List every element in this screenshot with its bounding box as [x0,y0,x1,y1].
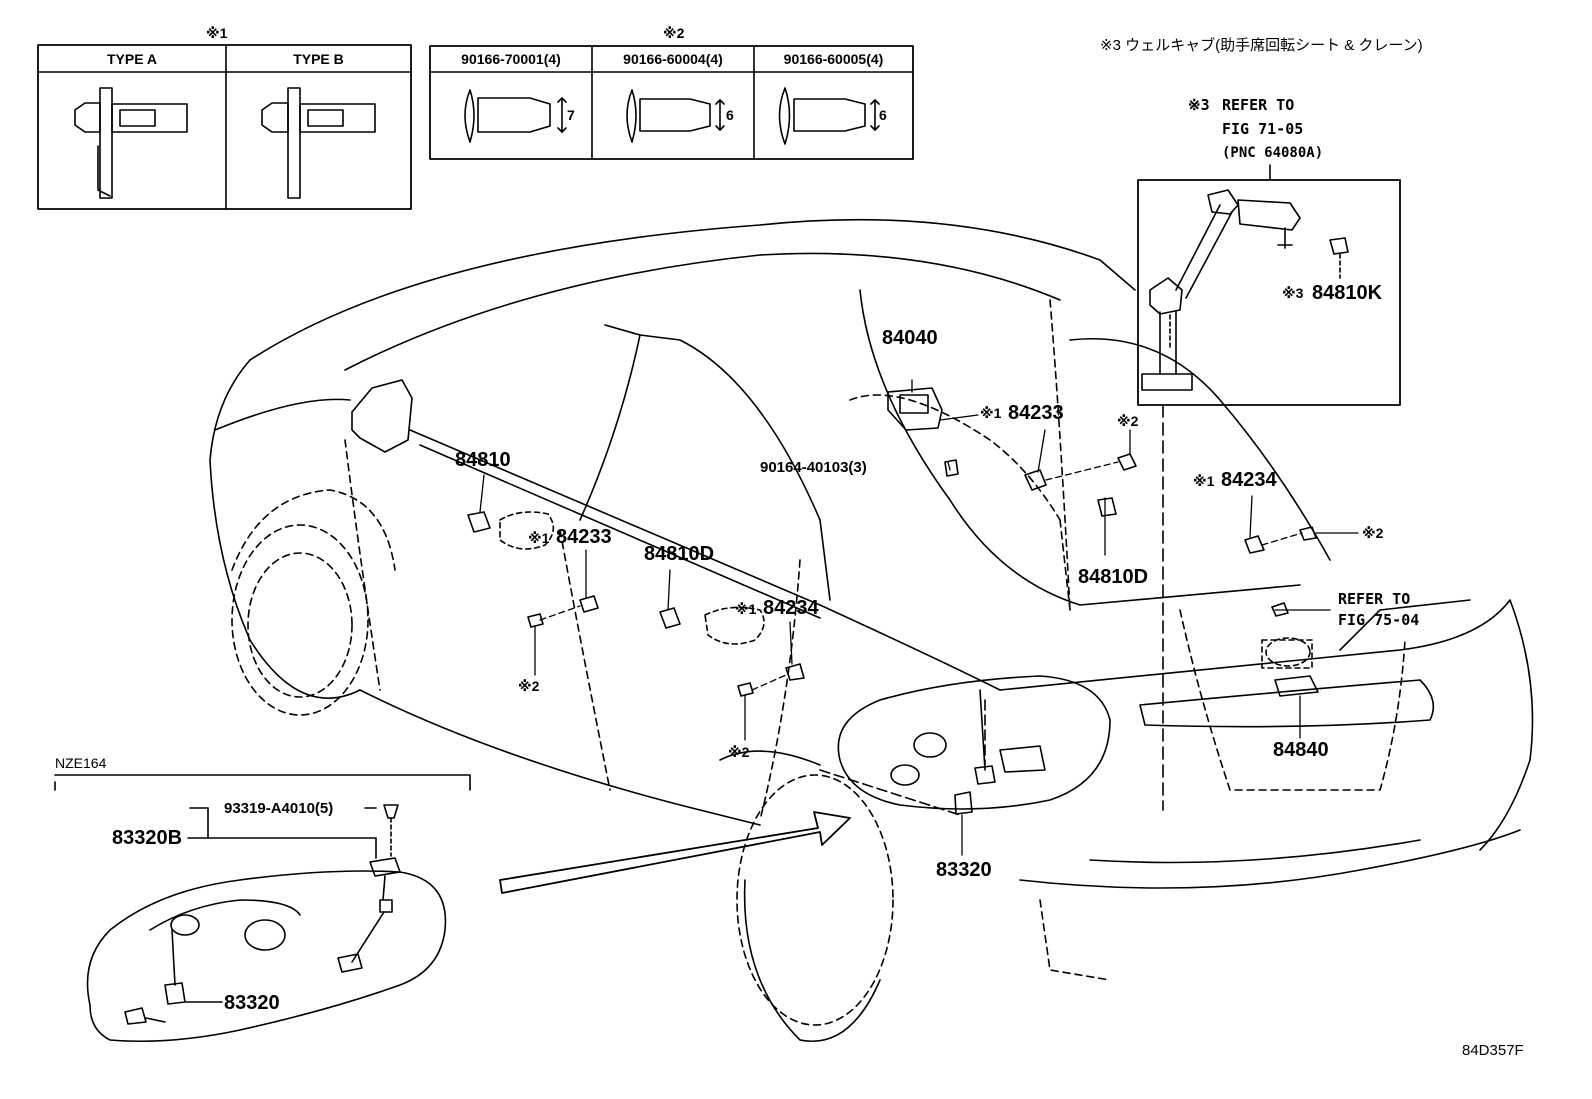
grommet-type-a-drawing [74,87,188,199]
switch-84040-drawing [887,387,943,431]
table1-header-type-a: TYPE A [106,51,158,67]
part-84810: 84810 [455,449,511,471]
part-90164-40103: 90164-40103(3) [760,459,867,476]
part-84233-left: 84233 [556,526,612,548]
part-83320b: 83320B [112,827,183,849]
part-84234-mid-mark: ※1 [735,601,757,617]
inset-refer-line1: REFER TO [1222,96,1295,114]
inset-refer-mark: ※3 [1188,96,1210,114]
note2-label-d: ※2 [1362,525,1384,541]
part-84233-left-mark: ※1 [528,530,550,546]
table-type-ab [37,44,412,210]
screw-60004-drawing [626,89,725,143]
table2-header-70001: 90166-70001(4) [461,51,561,67]
inset-part-mark: ※3 [1282,285,1304,301]
table-screws [429,45,914,160]
screw-60005-drawing [778,87,880,145]
part-84810d-mid: 84810D [644,543,715,565]
note2-marker: ※2 [663,25,685,41]
part-93319-a4010: 93319-A4010(5) [224,800,334,817]
table1-header-type-b: TYPE B [293,51,344,67]
table2-header-60004: 90166-60004(4) [623,51,723,67]
part-84233-top: 84233 [1008,402,1064,424]
inset-refer-line2: FIG 71-05 [1222,120,1304,138]
grommet-type-b-drawing [261,87,376,199]
note3-description: ※3 ウェルキャブ(助手席回転シート & クレーン) [1100,37,1423,54]
crane-inset [1137,164,1401,406]
diagram-code: 84D357F [1462,1042,1524,1059]
part-83320-nze: 83320 [224,992,280,1014]
note2-label-a: ※2 [1117,413,1139,429]
part-84233-top-mark: ※1 [980,405,1002,421]
screw-70001-drawing [464,89,567,143]
part-84040: 84040 [882,327,938,349]
refer-rear-line2: FIG 75-04 [1338,611,1420,629]
part-84234-mid: 84234 [763,597,819,619]
part-84810d-right: 84810D [1078,566,1149,588]
table2-header-60005: 90166-60005(4) [783,51,884,67]
dim-60004: 6 [726,107,734,123]
dim-70001: 7 [567,107,575,123]
part-84840: 84840 [1273,739,1329,761]
note2-label-c: ※2 [728,744,750,760]
direction-arrow [499,811,851,894]
nze164-tank-drawing [54,774,471,1043]
note2-label-b: ※2 [518,678,540,694]
part-84234-right-mark: ※1 [1193,473,1215,489]
note1-marker: ※1 [206,25,228,41]
inset-refer-line3: (PNC 64080A) [1222,145,1324,161]
part-84234-right: 84234 [1221,469,1277,491]
dim-60005: 6 [879,107,887,123]
part-83320-car: 83320 [936,859,992,881]
nze164-title: NZE164 [55,755,107,771]
car-body-drawing [209,218,1534,1042]
clip-parts-drawing [467,453,1319,815]
part-84810k: 84810K [1312,282,1383,304]
leader-lines [479,379,1359,856]
refer-rear-line1: REFER TO [1338,590,1411,608]
